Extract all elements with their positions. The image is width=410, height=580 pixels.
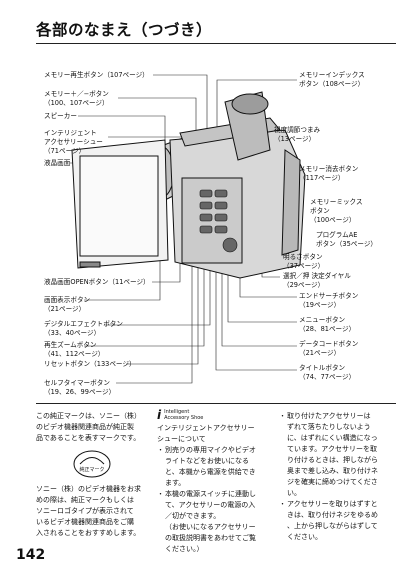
genuine-mark-logo: 純正マーク (73, 450, 111, 478)
label-program-ae-button: プログラムAE ボタン（35ページ） (316, 231, 378, 248)
mounting-bullet-1: 取り付けたアクセサリーは ずれて落ちたりしないよう に、はずれにくい構造になっ … (279, 411, 395, 499)
note-column-mounting: 取り付けたアクセサリーは ずれて落ちたりしないよう に、はずれにくい構造になっ … (279, 411, 395, 543)
label-select-push-dial: 選択／押 決定ダイヤル （29ページ） (283, 272, 351, 289)
note-column-genuine-mark: この純正マークは、ソニー（株） のビデオ機器関連商品が純正製 品であることを表す… (36, 411, 148, 539)
label-memory-mix-button: メモリーミックス ボタン （100ページ） (310, 198, 363, 224)
label-memory-plus-minus-button: メモリー＋／−ボタン （100、107ページ） (44, 90, 109, 107)
label-end-search-button: エンドサーチボタン （19ページ） (299, 292, 359, 309)
label-memory-delete-button: メモリー消去ボタン （117ページ） (299, 165, 359, 182)
label-reset-button: リセットボタン（133ページ） (44, 360, 136, 368)
label-memory-index-button: メモリーインデックス ボタン（108ページ） (299, 71, 365, 88)
label-self-timer-button: セルフタイマーボタン （19、26、99ページ） (44, 379, 116, 396)
label-display-button: 画面表示ボタン （21ページ） (44, 296, 91, 313)
title-rule (36, 43, 396, 44)
mounting-bullet-2: アクセサリーを取りはずすと きは、取り付けネジをゆるめ 、上から押しながらはずし… (279, 499, 395, 543)
section-rule (36, 403, 396, 404)
i-logo-icon: i (157, 408, 162, 422)
label-playback-zoom-button: 再生ズームボタン （41、112ページ） (44, 341, 105, 358)
label-eyepiece-focus-knob: 視度調節つまみ （13ページ） (274, 126, 321, 143)
label-lcd-open-button: 液晶画面OPENボタン（11ページ） (44, 278, 150, 286)
note-column-accessory-shoe: i Intelligent Accessory Shoe インテリジェントアクセ… (157, 409, 275, 555)
label-digital-effect-button: デジタルエフェクトボタン （33、40ページ） (44, 320, 123, 337)
accessory-bullet-1: 別売りの専用マイクやビデオ ライトなどをお使いになる と、本機から電源を供給でき… (157, 445, 275, 489)
label-title-button: タイトルボタン （74、77ページ） (299, 364, 356, 381)
page-number: 142 (16, 547, 46, 563)
label-speaker: スピーカー (44, 112, 77, 120)
accessory-bullet-2: 本機の電源スイッチに連動し て、アクセサリーの電源の入 ／切ができます。 （お使… (157, 489, 275, 555)
label-intelligent-accessory-shoe: インテリジェント アクセサリーシュー （71ページ） (44, 129, 103, 155)
label-lcd-screen: 液晶画面 (44, 159, 71, 167)
accessory-shoe-logo: i Intelligent Accessory Shoe (157, 408, 204, 422)
genuine-mark-text: 純正マーク (79, 466, 104, 473)
label-memory-play-button: メモリー再生ボタン（107ページ） (44, 71, 149, 79)
label-brightness-button: 明るさボタン （37ページ） (283, 253, 325, 270)
page-title: 各部のなまえ（つづき） (36, 21, 213, 39)
camcorder-diagram (70, 74, 306, 384)
label-data-code-button: データコードボタン （21ページ） (299, 340, 359, 357)
label-menu-button: メニューボタン （28、81ページ） (299, 316, 356, 333)
